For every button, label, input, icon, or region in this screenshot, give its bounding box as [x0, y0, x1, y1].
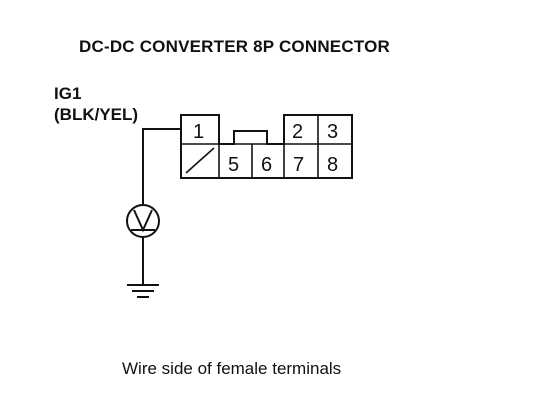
pin-label: 7: [293, 154, 304, 176]
pin-label: 6: [261, 154, 272, 176]
unused-terminal-slash: [185, 147, 215, 174]
ground-icon: [127, 284, 159, 298]
wire-name-label: IG1: [54, 84, 81, 103]
pin-label: 2: [292, 121, 303, 143]
diagram-title: DC-DC CONVERTER 8P CONNECTOR: [79, 37, 390, 56]
wire-color-label: (BLK/YEL): [54, 105, 138, 124]
connector-8p: 1 2 3 5 6 7 8: [180, 114, 353, 179]
voltmeter-icon: [126, 204, 160, 238]
pin-label: 3: [327, 121, 338, 143]
pin-label: 1: [193, 121, 204, 143]
probe-wire: [142, 128, 181, 205]
diagram-caption: Wire side of female terminals: [122, 359, 341, 378]
pin-label: 5: [228, 154, 239, 176]
pin-label: 8: [327, 154, 338, 176]
